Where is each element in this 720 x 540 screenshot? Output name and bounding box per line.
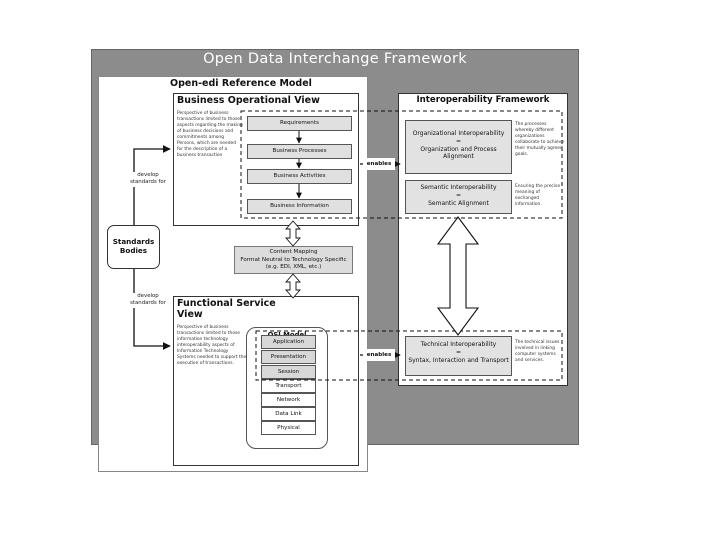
bov-item-business-information: Business Information <box>247 199 352 214</box>
osi-layer-presentation: Presentation <box>261 350 316 364</box>
technical-interop-line3: Syntax, Interaction and Transport <box>408 356 509 364</box>
develop-standards-label-top: develop standards for <box>129 172 167 187</box>
enables-label-bottom: enables <box>363 349 395 361</box>
bov-cm-double-arrow <box>285 220 301 247</box>
standards-bodies-line2: Bodies <box>119 246 148 255</box>
bov-item-business-processes: Business Processes <box>247 144 352 159</box>
technical-interop-description: The technical issues involved in linking… <box>515 340 560 363</box>
technical-interop-line1: Technical Interoperability <box>420 341 497 348</box>
diagram-title: Open Data Interchange Framework <box>203 51 467 67</box>
bov-title: Business Operational View <box>177 95 320 106</box>
standards-bodies-line1: Standards <box>112 237 155 246</box>
osi-layer-data-link: Data Link <box>261 407 316 421</box>
semantic-technical-double-arrow <box>436 216 480 336</box>
bov-description: Perspective of business transactions lim… <box>177 111 243 158</box>
technical-interop-line2: = <box>455 348 462 356</box>
bov-dashed-region <box>240 110 563 219</box>
content-mapping-line3: (e.g. EDI, XML, etc.) <box>265 264 322 271</box>
bov-item-business-activities: Business Activities <box>247 169 352 184</box>
org-interop-line1: Organizational Interoperability <box>412 130 505 137</box>
org-interop-line2: = <box>455 137 462 145</box>
semantic-interop-box: Semantic Interoperability = Semantic Ali… <box>405 180 512 214</box>
semantic-interop-line1: Semantic Interoperability <box>420 184 497 191</box>
develop-standards-label-bottom: develop standards for <box>129 293 167 308</box>
content-mapping-box: Content Mapping Format Neutral to Techno… <box>234 246 353 274</box>
semantic-interop-line3: Semantic Alignment <box>428 199 489 207</box>
reference-model-title: Open-edi Reference Model <box>170 78 312 89</box>
technical-interop-box: Technical Interoperability = Syntax, Int… <box>405 336 512 376</box>
fsv-dashed-region <box>255 330 563 381</box>
develop-bov-connector <box>133 145 171 225</box>
cm-fsv-double-arrow <box>285 273 301 299</box>
interop-framework-title: Interoperability Framework <box>416 95 550 105</box>
bov-item-requirements: Requirements <box>247 116 352 131</box>
org-interop-description: The processes whereby different organiza… <box>515 122 564 157</box>
standards-bodies-box: Standards Bodies <box>107 225 160 269</box>
osi-layer-session: Session <box>261 365 316 379</box>
semantic-interop-description: Ensuring the precise meaning of exchange… <box>515 184 561 207</box>
organizational-interop-box: Organizational Interoperability = Organi… <box>405 120 512 174</box>
osi-layer-transport: Transport <box>261 379 316 393</box>
semantic-interop-line2: = <box>455 191 462 199</box>
org-interop-line3: Organization and Process Alignment <box>420 145 497 161</box>
osi-layer-physical: Physical <box>261 421 316 435</box>
content-mapping-line2: Format Neutral to Technology Specific <box>240 256 347 263</box>
osi-layer-network: Network <box>261 393 316 407</box>
enables-label-top: enables <box>363 158 395 170</box>
fsv-description: Perspective of business transactions lim… <box>177 325 247 366</box>
fsv-title: Functional Service View <box>177 298 276 320</box>
osi-layer-application: Application <box>261 335 316 349</box>
content-mapping-line1: Content Mapping <box>269 249 318 255</box>
